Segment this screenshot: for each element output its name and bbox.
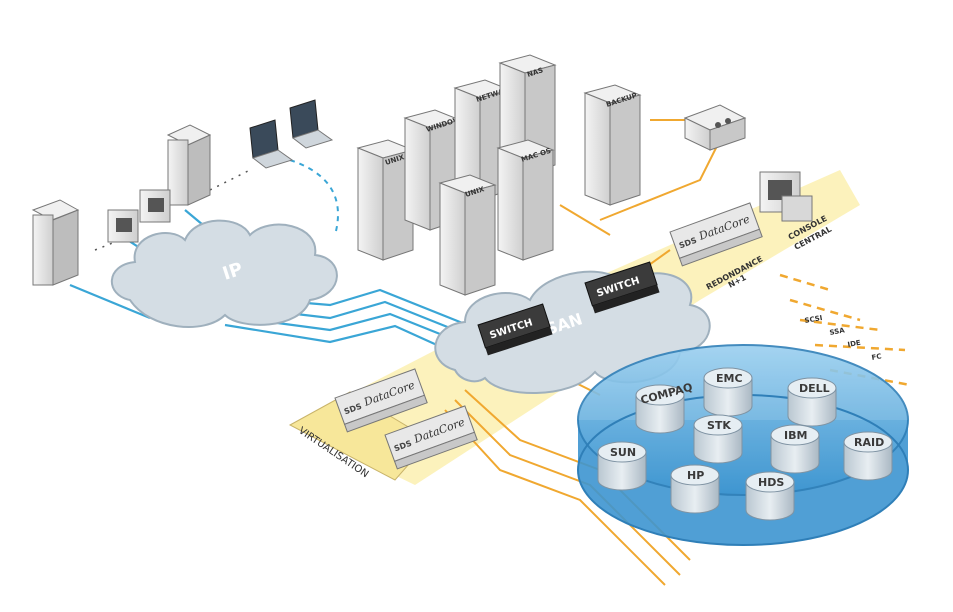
laptop [289, 99, 334, 149]
ip-server-tower [166, 124, 212, 206]
ip-server-tower [31, 199, 80, 286]
storage-label: HDS [758, 476, 784, 489]
server-unix-b: UNIX [438, 174, 497, 296]
storage-hds: HDS [745, 471, 795, 521]
sds-redundant-appliance: SDS DataCore [669, 202, 763, 267]
storage-label: STK [707, 419, 731, 432]
switch-1: SWITCH [477, 303, 553, 356]
workstation [139, 189, 171, 223]
storage-dell: DELL [787, 377, 837, 427]
storage-hp: HP [670, 464, 720, 514]
storage-label: HP [687, 469, 704, 482]
protocol-dashes [779, 273, 911, 387]
storage-raid: RAID [843, 431, 893, 481]
server-backup: BACKUP [583, 84, 642, 206]
storage-emc: EMC [703, 367, 753, 417]
switch-2: SWITCH [584, 261, 660, 314]
wireless-link [289, 159, 339, 236]
storage-sun: SUN [597, 441, 647, 491]
tape-drive [683, 104, 747, 151]
storage-ibm: IBM [770, 424, 820, 474]
storage-label: EMC [716, 372, 743, 385]
sds-appliance-1: SDS DataCore [334, 368, 428, 433]
storage-stk: STK [693, 414, 743, 464]
protocol-label-scsi: SCSI [804, 314, 823, 325]
protocol-label-fc: FC [871, 352, 882, 362]
laptop [249, 119, 294, 169]
storage-label: IBM [784, 429, 807, 442]
storage-label: RAID [854, 436, 884, 449]
dotted-link [209, 169, 251, 191]
storage-label: SUN [610, 446, 636, 459]
ip-cloud: IP [110, 219, 338, 328]
storage-label: DELL [799, 382, 830, 395]
server-mac-os: MAC OS [496, 139, 555, 261]
protocol-label-ide: IDE [847, 339, 862, 349]
workstation [107, 209, 139, 243]
protocol-label-ssa: SSA [829, 326, 846, 337]
